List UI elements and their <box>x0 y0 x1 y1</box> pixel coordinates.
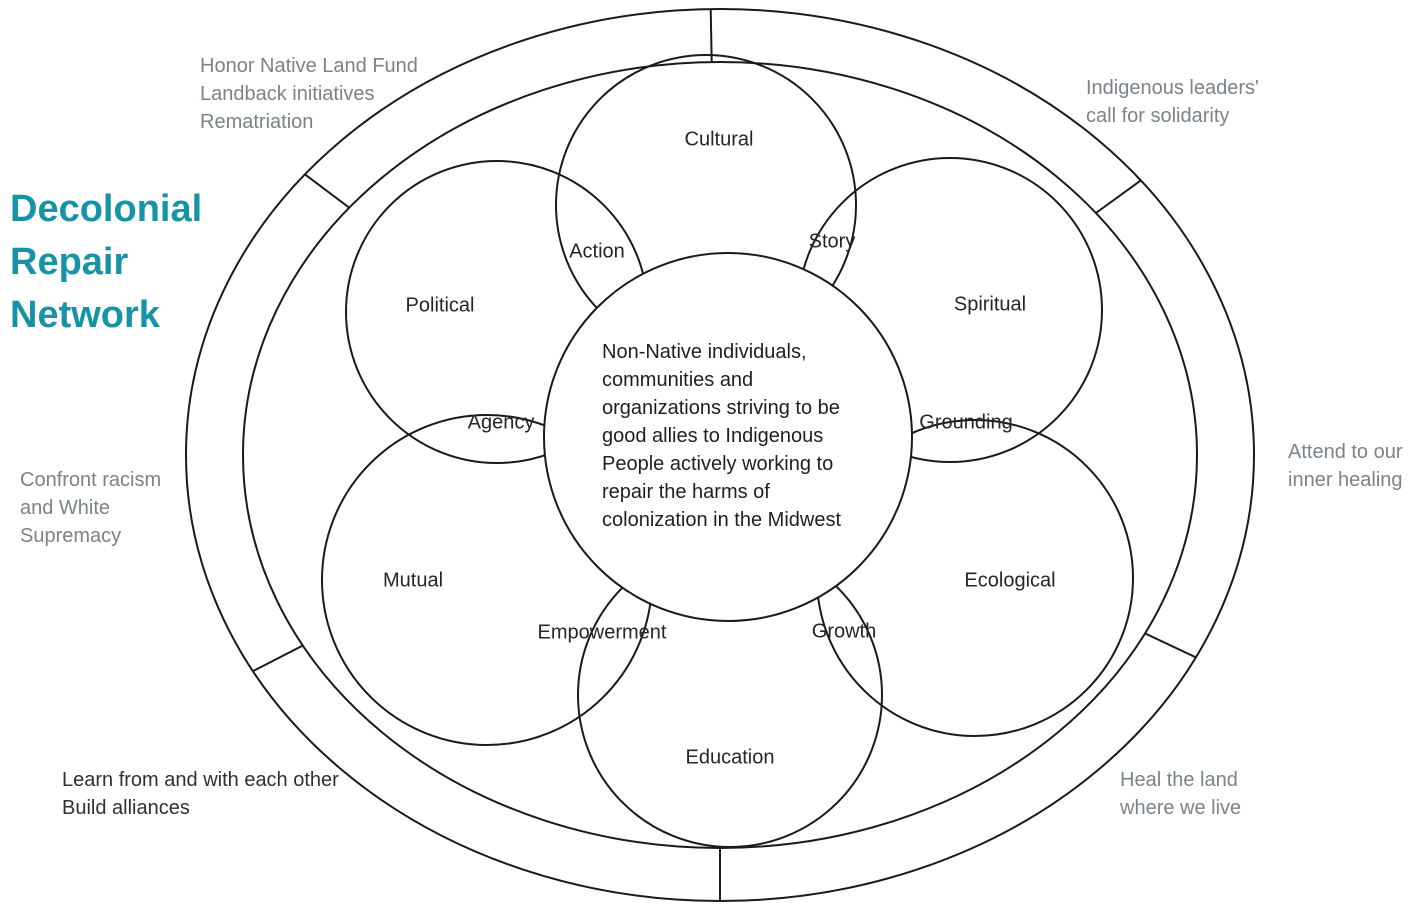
petal-label-education: Education <box>685 746 775 769</box>
outer-note-right: Attend to our inner healing <box>1288 441 1403 491</box>
outer-note-left: Confront racism and White Supremacy <box>20 469 162 547</box>
outer-note-top-left: Honor Native Land Fund Landback initiati… <box>200 55 418 133</box>
overlap-label-agency: Agency <box>467 411 535 434</box>
overlap-label-empowerment: Empowerment <box>537 621 667 644</box>
ring-divider-upper-left <box>304 173 351 209</box>
ring-divider-top <box>709 9 713 63</box>
overlap-label-grounding: Grounding <box>919 411 1013 434</box>
ring-divider-upper-right <box>1095 179 1142 214</box>
ring-divider-lower-left <box>252 644 304 673</box>
center-circle <box>543 252 913 622</box>
petal-label-spiritual: Spiritual <box>953 293 1027 316</box>
outer-note-top-right: Indigenous leaders' call for solidarity <box>1086 77 1259 127</box>
petal-label-political: Political <box>405 294 475 317</box>
overlap-label-story: Story <box>808 230 856 253</box>
overlap-label-growth: Growth <box>811 620 877 643</box>
diagram-title: Decolonial Repair Network <box>10 188 203 336</box>
outer-note-bottom-right: Heal the land where we live <box>1120 769 1242 819</box>
overlap-label-action: Action <box>569 240 625 263</box>
petal-label-cultural: Cultural <box>684 128 754 151</box>
outer-note-bottom-left: Learn from and with each other Build all… <box>62 769 339 819</box>
petal-label-ecological: Ecological <box>964 569 1056 592</box>
center-circle-text: Non-Native individuals, communities and … <box>602 341 842 531</box>
ring-divider-lower-right <box>1144 632 1197 659</box>
petal-label-mutual: Mutual <box>382 569 444 592</box>
